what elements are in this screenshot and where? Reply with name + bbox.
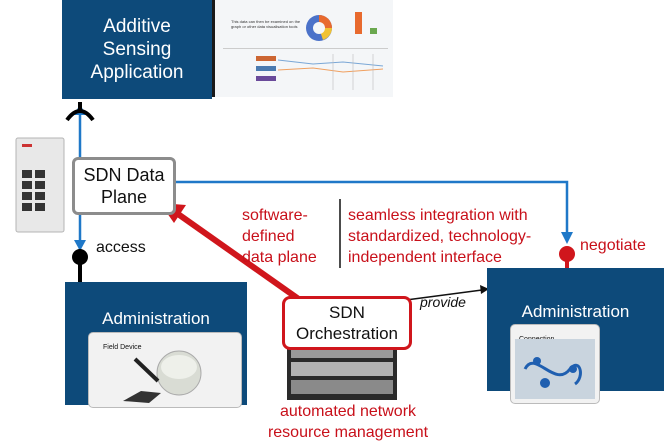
software-defined-label: software- defined data plane bbox=[242, 207, 317, 266]
bar-icon-1 bbox=[355, 12, 362, 34]
connection-icon bbox=[515, 339, 595, 399]
additive-sensing-application: Additive Sensing Application bbox=[62, 0, 212, 99]
dashboard-caption: This data can then be examined on the gr… bbox=[231, 19, 301, 29]
connection-card: Connection bbox=[510, 324, 600, 404]
sdn-data-plane: SDN Data Plane bbox=[72, 157, 176, 215]
automated-management-label: automated network resource management bbox=[267, 403, 429, 441]
plane-to-shell-link bbox=[170, 180, 569, 241]
access-label: access bbox=[96, 239, 146, 256]
provide-link bbox=[405, 289, 483, 301]
socket-icon bbox=[65, 109, 95, 122]
admin-shell-left: Administration Shell Field Device bbox=[65, 282, 247, 408]
arrowhead-down bbox=[74, 240, 86, 251]
field-device-label: Field Device bbox=[103, 344, 142, 351]
bar-icon-2 bbox=[370, 28, 377, 34]
pie-chart-icon bbox=[306, 15, 332, 41]
field-device-card: Field Device bbox=[88, 332, 242, 408]
network-switch-icon bbox=[15, 137, 65, 233]
negotiate-label: negotiate bbox=[580, 237, 646, 254]
provide-label: provide bbox=[420, 294, 466, 310]
timeline-chart-icon bbox=[256, 54, 384, 90]
sdn-orchestration: SDN Orchestration bbox=[282, 296, 412, 350]
dashboard-screenshot: This data can then be examined on the gr… bbox=[212, 0, 393, 97]
server-rack-icon bbox=[287, 340, 397, 400]
arrowhead-down-right bbox=[561, 232, 573, 244]
orchestration-to-plane-link bbox=[176, 211, 302, 303]
seamless-integration-label: seamless integration with standardized, … bbox=[348, 207, 532, 266]
admin-shell-right: Administration Shell Connection bbox=[487, 268, 664, 404]
dashboard-divider bbox=[223, 48, 388, 49]
field-device-icon bbox=[123, 350, 202, 403]
